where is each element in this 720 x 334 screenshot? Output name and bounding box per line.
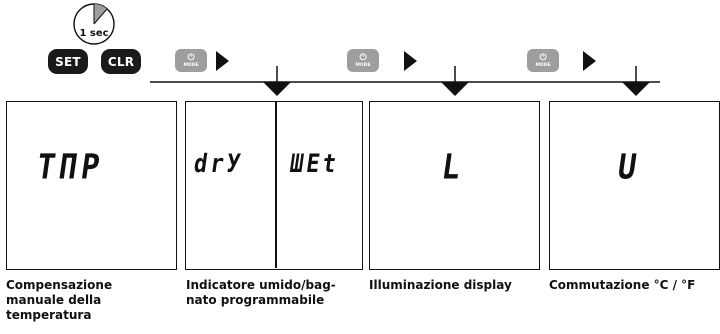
timer-label: 1 sec [79, 28, 109, 39]
clr-button[interactable]: CLR [101, 49, 141, 74]
mode-label: MODE [355, 62, 371, 68]
lcd-readout: ΤΠΡ [34, 147, 107, 188]
lcd-readout-dry: drУ [191, 150, 245, 179]
display-panel-wet-dry: drУ ШЕt [185, 101, 363, 270]
power-icon: ⏻ [359, 52, 367, 63]
panel-divider [275, 102, 277, 268]
caption-temp-compensation: Compensazione manuale della temperatura [6, 278, 113, 322]
mode-button-2[interactable]: ⏻ MODE [347, 49, 379, 72]
clock-icon [73, 3, 115, 45]
down-arrow-3 [622, 82, 650, 96]
mode-button-3[interactable]: ⏻ MODE [527, 49, 559, 72]
play-arrow-icon [216, 51, 229, 71]
mode-label: MODE [535, 62, 551, 68]
play-arrow-icon [583, 51, 596, 71]
play-arrow-icon [404, 51, 417, 71]
caption-backlight: Illuminazione display [369, 278, 512, 292]
display-panel-backlight: L [369, 101, 540, 270]
lcd-readout: L [439, 147, 467, 188]
caption-wet-dry: Indicatore umido/bag- nato programmabile [186, 278, 336, 307]
flow-connector [150, 66, 660, 96]
mode-label: MODE [183, 62, 199, 68]
down-arrow-2 [441, 82, 469, 96]
display-panel-unit-switch: U [549, 101, 720, 270]
power-icon: ⏻ [187, 52, 195, 63]
display-panel-temp-compensation: ΤΠΡ [6, 101, 177, 270]
lcd-readout: U [615, 147, 643, 188]
mode-button-1[interactable]: ⏻ MODE [175, 49, 207, 72]
lcd-readout-wet: ШЕt [287, 150, 341, 179]
down-arrow-1 [263, 82, 291, 96]
set-button[interactable]: SET [48, 49, 88, 74]
power-icon: ⏻ [539, 52, 547, 63]
caption-unit-switch: Commutazione °C / °F [549, 278, 696, 292]
